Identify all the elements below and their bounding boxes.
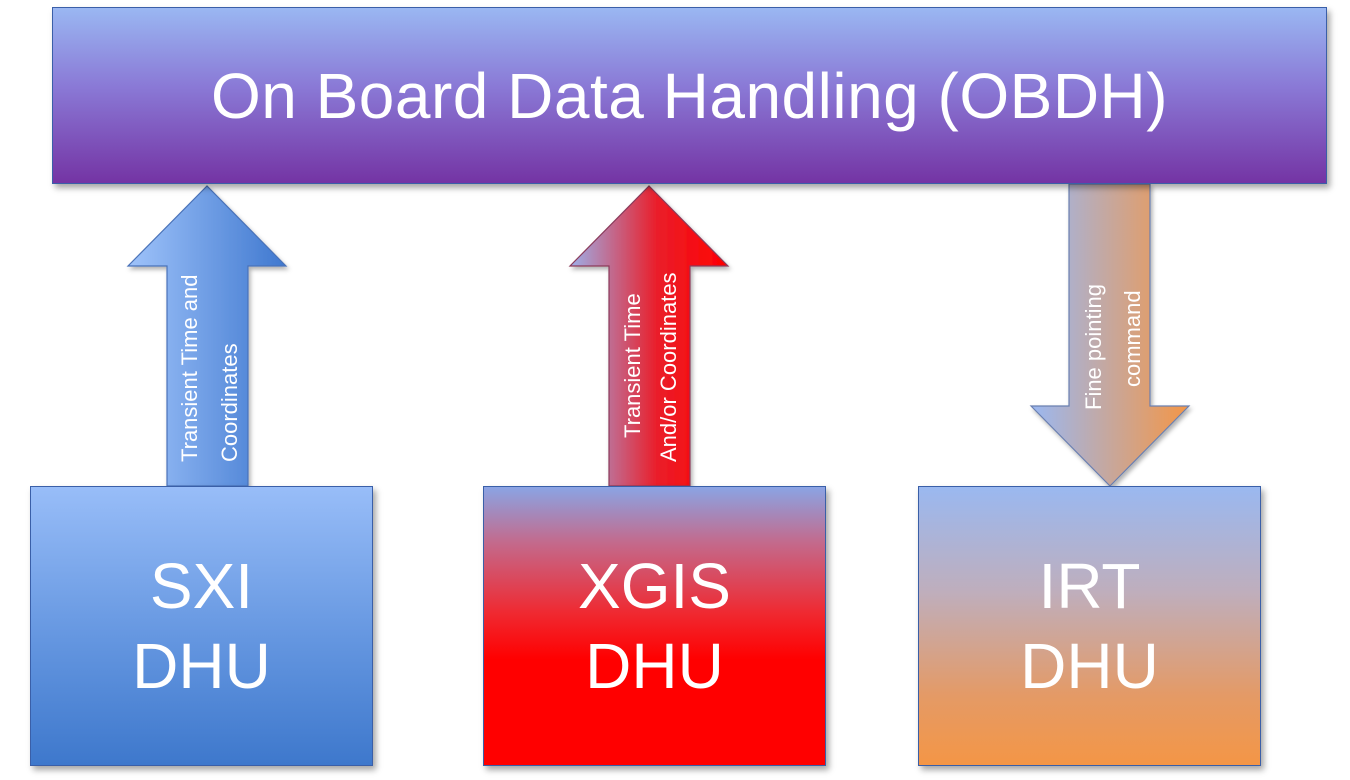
xgis-arrow-label-line2: And/or Coordinates	[656, 272, 681, 462]
sxi-up-arrow	[126, 185, 288, 487]
xgis-dhu-name: XGIS	[578, 550, 731, 622]
irt-dhu-label: DHU	[1020, 630, 1159, 702]
sxi-dhu-name: SXI	[149, 550, 254, 622]
irt-dhu-name: IRT	[1038, 550, 1141, 622]
obdh-title: On Board Data Handling (OBDH)	[210, 59, 1169, 132]
obdh-box: On Board Data Handling (OBDH)	[52, 7, 1327, 184]
xgis-arrow-label-line1: Transient Time	[620, 293, 645, 438]
sxi-arrow-label-line2: Coordinates	[217, 343, 242, 462]
xgis-up-arrow	[568, 185, 730, 487]
irt-down-arrow	[1029, 183, 1191, 487]
sxi-dhu-box: SXI DHU	[30, 486, 373, 766]
irt-arrow-label-line2: command	[1120, 290, 1145, 387]
irt-arrow-label-line1: Fine pointing	[1081, 284, 1106, 410]
sxi-arrow-label-line1: Transient Time and	[177, 275, 202, 463]
xgis-dhu-box: XGIS DHU	[483, 486, 826, 766]
irt-dhu-box: IRT DHU	[918, 486, 1261, 766]
xgis-dhu-label: DHU	[585, 630, 724, 702]
sxi-dhu-label: DHU	[132, 630, 271, 702]
